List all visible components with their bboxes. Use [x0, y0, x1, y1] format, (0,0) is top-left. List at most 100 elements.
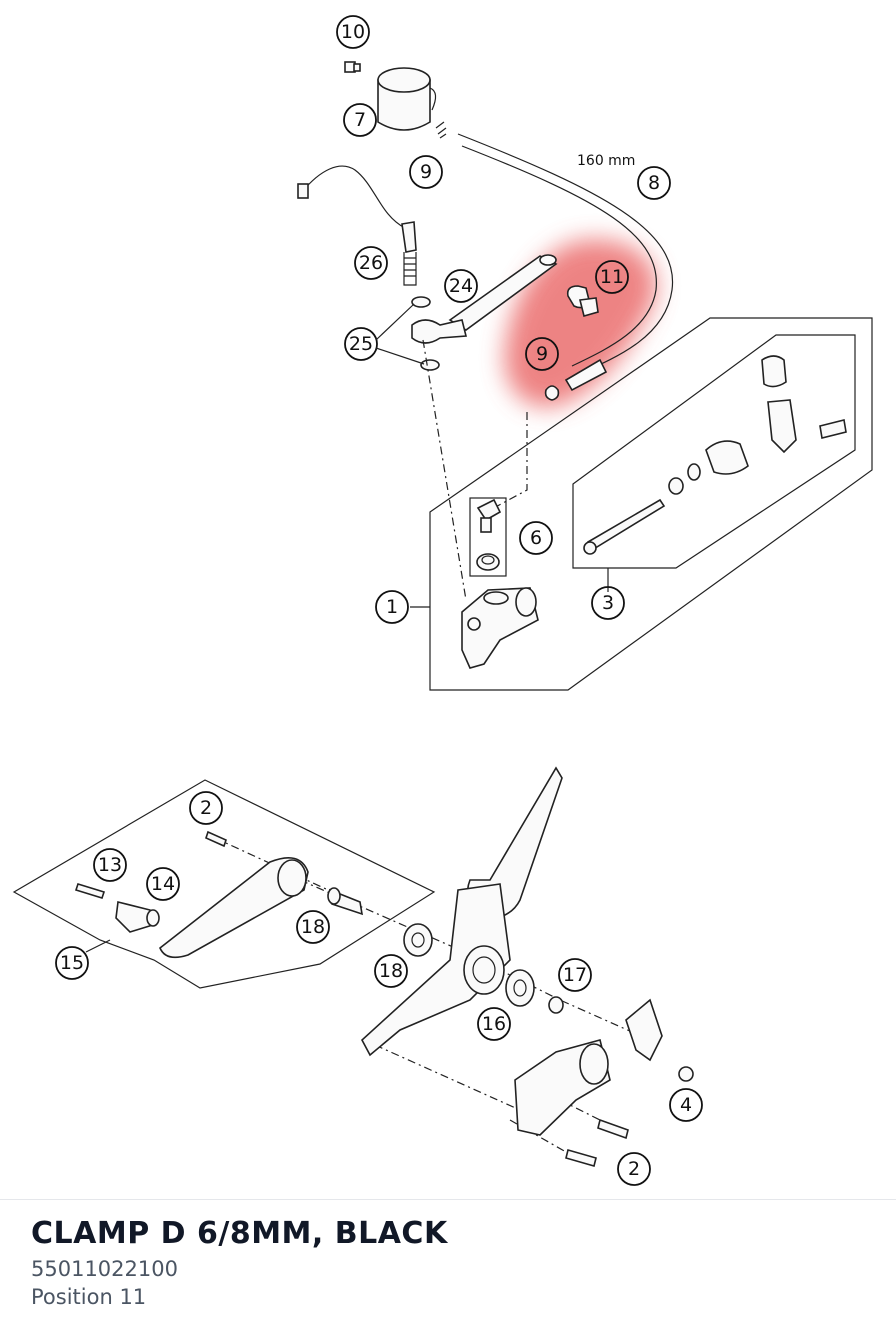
callout-7[interactable]: 7	[343, 103, 377, 137]
callout-circle	[595, 260, 629, 294]
callout-number: 15	[60, 952, 84, 974]
callout-circle	[525, 337, 559, 371]
assembly-kit-outline	[429, 317, 873, 691]
callout-number: 11	[600, 266, 624, 288]
callout-circle	[55, 946, 89, 980]
callout-circle	[296, 910, 330, 944]
callout-10[interactable]: 10	[336, 15, 370, 49]
callout-2[interactable]: 2	[617, 1152, 651, 1186]
pedal-rubber-part[interactable]	[115, 901, 160, 933]
callout-circle	[637, 166, 671, 200]
bolt-part-2-upper[interactable]	[205, 830, 227, 848]
switch-part[interactable]	[297, 165, 417, 286]
callout-number: 8	[648, 172, 660, 194]
callout-26[interactable]: 26	[354, 246, 388, 280]
bushing-part-18-inner[interactable]	[327, 887, 364, 916]
callout-number: 7	[354, 109, 366, 131]
bearing-part-18[interactable]	[403, 923, 433, 957]
callout-11[interactable]: 11	[595, 260, 629, 294]
callout-circle	[444, 269, 478, 303]
part-info-panel: CLAMP D 6/8MM, BLACK 55011022100 Positio…	[0, 1199, 896, 1336]
callout-8[interactable]: 8	[637, 166, 671, 200]
callout-circle	[519, 521, 553, 555]
callout-number: 10	[341, 21, 365, 43]
callout-circle	[375, 590, 409, 624]
hose-part[interactable]	[457, 133, 674, 379]
fitting-kit-part[interactable]	[469, 497, 507, 577]
callout-25[interactable]: 25	[344, 327, 378, 361]
callout-1[interactable]: 1	[375, 590, 409, 624]
nut-part-4[interactable]	[678, 1066, 694, 1082]
callout-number: 6	[530, 527, 542, 549]
callout-circle	[409, 155, 443, 189]
callout-4[interactable]: 4	[669, 1088, 703, 1122]
callout-number: 18	[379, 960, 403, 982]
callout-circle	[354, 246, 388, 280]
callout-number: 4	[680, 1094, 692, 1116]
callout-circle	[93, 848, 127, 882]
dimension-label: 160 mm	[577, 153, 635, 169]
clamp-part-lower[interactable]	[544, 385, 560, 401]
ring-part-17[interactable]	[548, 996, 564, 1014]
exploded-parts-diagram: 160 mm 107982624112596132131418151817164…	[12, 15, 873, 1186]
callout-number: 18	[301, 916, 325, 938]
callout-circle	[343, 103, 377, 137]
brake-pedal-part[interactable]	[159, 856, 309, 959]
callout-15[interactable]: 15	[55, 946, 89, 980]
callout-18[interactable]: 18	[374, 954, 408, 988]
callout-number: 25	[349, 333, 373, 355]
callout-16[interactable]: 16	[477, 1007, 511, 1041]
banjo-fitting-part[interactable]	[411, 296, 468, 371]
clamp-part-upper[interactable]	[435, 121, 447, 139]
callout-13[interactable]: 13	[93, 848, 127, 882]
callout-circle	[617, 1152, 651, 1186]
callout-number: 9	[536, 343, 548, 365]
callout-circle	[336, 15, 370, 49]
callout-circle	[477, 1007, 511, 1041]
hose-short-part[interactable]	[564, 358, 608, 392]
callout-circle	[374, 954, 408, 988]
callout-number: 16	[482, 1013, 506, 1035]
master-cylinder-part[interactable]	[461, 587, 539, 669]
bolt-part-13[interactable]	[74, 883, 106, 899]
screw-part-10[interactable]	[344, 61, 361, 73]
callout-number: 24	[449, 275, 473, 297]
callout-circle	[558, 958, 592, 992]
callout-6[interactable]: 6	[519, 521, 553, 555]
callout-number: 2	[628, 1158, 640, 1180]
callout-14[interactable]: 14	[146, 867, 180, 901]
callout-circle	[344, 327, 378, 361]
callout-number: 17	[563, 964, 587, 986]
bearing-part-16[interactable]	[505, 969, 535, 1007]
clamp-part-11[interactable]	[566, 285, 599, 317]
part-position: Position 11	[31, 1285, 147, 1309]
callout-9[interactable]: 9	[525, 337, 559, 371]
selected-part-highlight	[504, 239, 657, 407]
callout-17[interactable]: 17	[558, 958, 592, 992]
callout-number: 3	[602, 592, 614, 614]
repair-kit-parts[interactable]	[583, 355, 847, 555]
callout-24[interactable]: 24	[444, 269, 478, 303]
callout-number: 2	[200, 797, 212, 819]
master-cylinder-lower[interactable]	[514, 998, 663, 1136]
callout-number: 26	[359, 252, 383, 274]
callout-9[interactable]: 9	[409, 155, 443, 189]
part-name: CLAMP D 6/8MM, BLACK	[31, 1216, 448, 1251]
part-number: 55011022100	[31, 1257, 178, 1281]
callout-3[interactable]: 3	[591, 586, 625, 620]
footrest-bracket-part[interactable]	[361, 766, 563, 1057]
repair-kit-outline	[572, 334, 856, 569]
callout-18[interactable]: 18	[296, 910, 330, 944]
callout-number: 14	[151, 873, 175, 895]
callout-2[interactable]: 2	[189, 791, 223, 825]
callout-number: 1	[386, 596, 398, 618]
callout-circle	[669, 1088, 703, 1122]
callout-circle	[146, 867, 180, 901]
callout-number: 13	[98, 854, 122, 876]
pedal-kit-outline	[12, 779, 436, 989]
bolt-part-2-lower[interactable]	[565, 1118, 629, 1167]
callout-circle	[189, 791, 223, 825]
callout-number: 9	[420, 161, 432, 183]
reservoir-part[interactable]	[377, 67, 437, 131]
